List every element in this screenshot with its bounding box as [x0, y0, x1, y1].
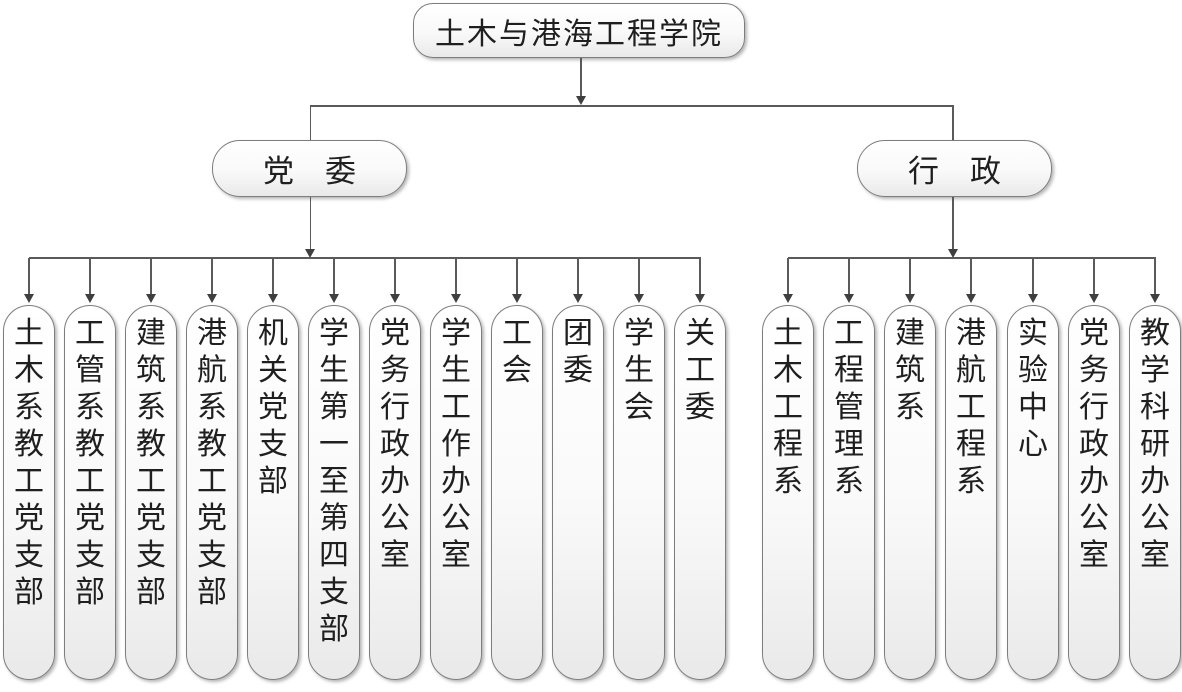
leaf-connector-arrowhead [268, 294, 278, 303]
leaf-node: 团委 [552, 305, 604, 680]
leaf-connector-arrowhead [329, 294, 339, 303]
leaf-node: 党务行政办公室 [369, 305, 421, 680]
leaf-connector-line [150, 258, 152, 294]
leaf-node: 教学科研办公室 [1129, 305, 1181, 680]
leaf-connector-line [333, 258, 335, 294]
leaf-node: 实验中心 [1007, 305, 1059, 680]
leaf-node: 土木系教工党支部 [3, 305, 55, 680]
leaf-connector-arrowhead [573, 294, 583, 303]
leaf-connector-line [638, 258, 640, 294]
party-committee-node: 党 委 [212, 140, 407, 197]
leaf-connector-arrowhead [390, 294, 400, 303]
leaf-node: 党务行政办公室 [1068, 305, 1120, 680]
leaf-connector-arrowhead [512, 294, 522, 303]
leaf-node: 学生会 [613, 305, 665, 680]
admin-connector-arrowhead [947, 249, 958, 258]
administration-node: 行 政 [857, 140, 1052, 197]
leaf-connector-arrowhead [207, 294, 217, 303]
leaf-connector-line [455, 258, 457, 294]
leaf-node: 学生第一至第四支部 [308, 305, 360, 680]
leaf-node: 港航系教工党支部 [186, 305, 238, 680]
leaf-node: 建筑系教工党支部 [125, 305, 177, 680]
leaf-node: 工会 [491, 305, 543, 680]
leaf-connector-line [787, 258, 789, 294]
leaf-node: 机关党支部 [247, 305, 299, 680]
leaf-node: 工管系教工党支部 [64, 305, 116, 680]
leaf-node: 土木工程系 [762, 305, 814, 680]
leaf-connector-line [89, 258, 91, 294]
leaf-connector-arrowhead [146, 294, 156, 303]
party-stub-line [309, 105, 311, 140]
leaf-connector-line [970, 258, 972, 294]
root-connector-arrowhead [576, 96, 586, 105]
root-node: 土木与港海工程学院 [413, 3, 745, 58]
leaf-connector-line [516, 258, 518, 294]
leaf-connector-line [394, 258, 396, 294]
leaf-connector-line [272, 258, 274, 294]
leaf-connector-arrowhead [695, 294, 705, 303]
admin-stub-line [952, 105, 954, 140]
level1-horizontal-line [310, 105, 953, 107]
leaf-connector-line [577, 258, 579, 294]
leaf-connector-arrowhead [844, 294, 854, 303]
leaf-connector-arrowhead [966, 294, 976, 303]
leaf-connector-arrowhead [1028, 294, 1038, 303]
leaf-node: 港航工程系 [945, 305, 997, 680]
leaf-connector-arrowhead [905, 294, 915, 303]
leaf-node: 建筑系 [884, 305, 936, 680]
leaf-connector-arrowhead [634, 294, 644, 303]
leaf-connector-line [699, 258, 701, 294]
leaf-connector-arrowhead [451, 294, 461, 303]
leaf-connector-line [28, 258, 30, 294]
leaf-connector-line [1154, 258, 1156, 294]
party-connector-arrowhead [305, 249, 315, 258]
leaf-connector-line [848, 258, 850, 294]
leaf-connector-line [1032, 258, 1034, 294]
leaf-connector-arrowhead [1150, 294, 1160, 303]
party-children-horizontal-line [29, 257, 701, 259]
leaf-node: 工程管理系 [823, 305, 875, 680]
leaf-node: 关工委 [674, 305, 726, 680]
admin-children-horizontal-line [788, 257, 1156, 259]
leaf-node: 学生工作办公室 [430, 305, 482, 680]
leaf-connector-arrowhead [783, 294, 793, 303]
party-connector-line [309, 197, 311, 249]
leaf-connector-line [1093, 258, 1095, 294]
root-connector-line [580, 58, 582, 97]
leaf-connector-arrowhead [1089, 294, 1099, 303]
leaf-connector-line [909, 258, 911, 294]
leaf-connector-line [211, 258, 213, 294]
leaf-connector-arrowhead [24, 294, 34, 303]
admin-connector-line [952, 197, 954, 249]
leaf-connector-arrowhead [85, 294, 95, 303]
